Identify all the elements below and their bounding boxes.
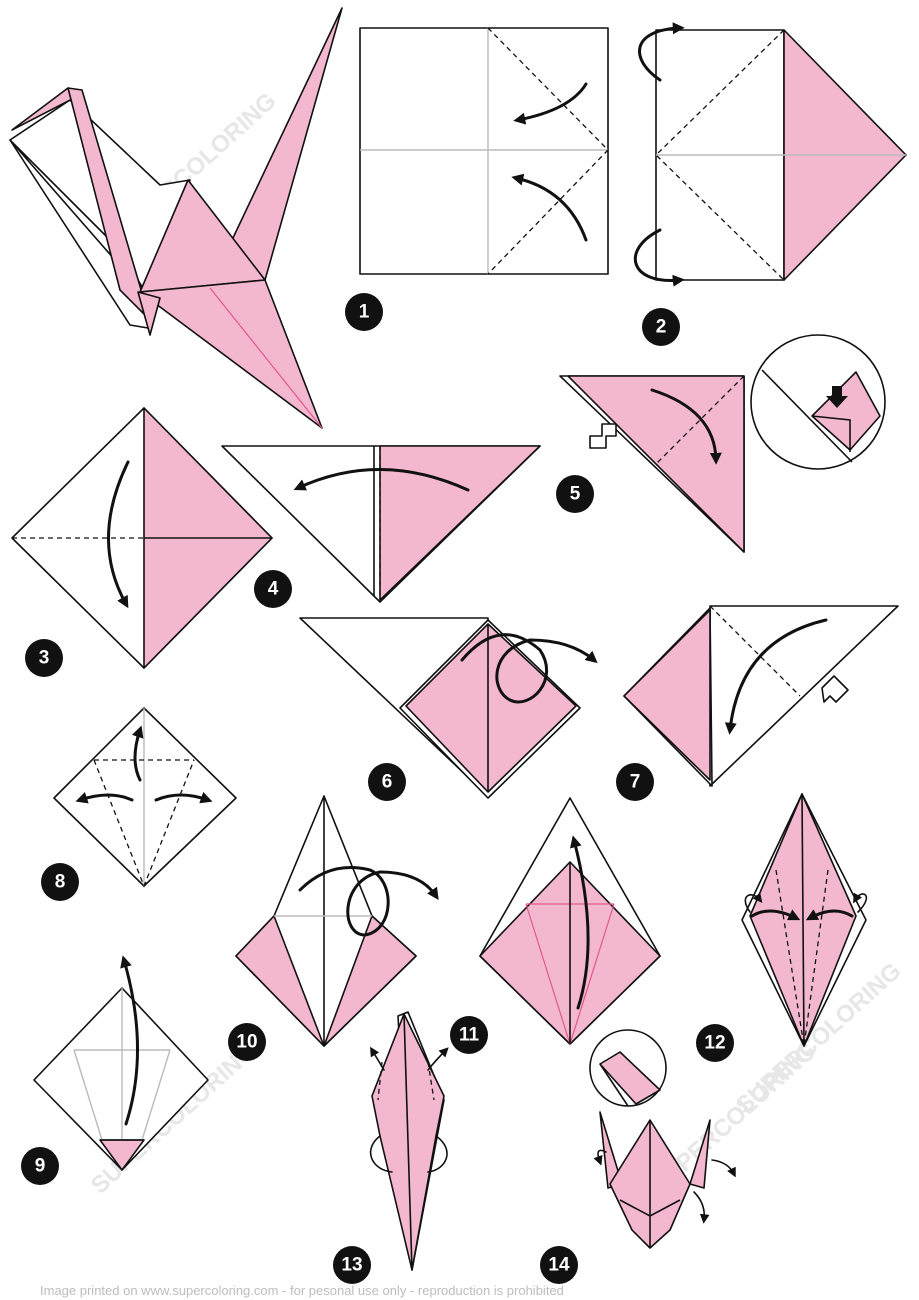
step-9 xyxy=(33,955,209,1171)
step-8 xyxy=(53,707,237,888)
step-10 xyxy=(235,795,439,1047)
step-badge-11: 11 xyxy=(450,1016,488,1054)
svg-text:1: 1 xyxy=(359,302,370,323)
svg-text:6: 6 xyxy=(382,772,393,793)
svg-text:12: 12 xyxy=(704,1033,725,1054)
step-badge-1: 1 xyxy=(345,293,383,331)
step-badge-6: 6 xyxy=(368,763,406,801)
step-badge-5: 5 xyxy=(556,475,594,513)
step-4 xyxy=(221,445,541,603)
step-badge-12: 12 xyxy=(696,1024,734,1062)
footer-notice: Image printed on www.supercoloring.com -… xyxy=(40,1283,564,1298)
svg-text:2: 2 xyxy=(656,317,667,338)
step-badge-14: 14 xyxy=(540,1246,578,1284)
step-14 xyxy=(589,1029,736,1249)
svg-text:13: 13 xyxy=(341,1255,362,1276)
svg-text:10: 10 xyxy=(236,1032,257,1053)
svg-text:3: 3 xyxy=(39,648,50,669)
svg-text:14: 14 xyxy=(548,1255,570,1276)
svg-text:5: 5 xyxy=(570,484,581,505)
step-11 xyxy=(479,797,661,1047)
svg-text:11: 11 xyxy=(459,1025,480,1046)
step-2 xyxy=(633,22,907,287)
step-5 xyxy=(559,334,886,553)
step-badge-8: 8 xyxy=(41,863,79,901)
step-badge-2: 2 xyxy=(642,308,680,346)
svg-text:4: 4 xyxy=(268,579,279,600)
step-13 xyxy=(369,1011,449,1271)
step-badge-13: 13 xyxy=(333,1246,371,1284)
step-1-square xyxy=(359,27,609,275)
step-badge-7: 7 xyxy=(616,763,654,801)
svg-text:7: 7 xyxy=(630,772,641,793)
step-6 xyxy=(299,617,598,799)
finished-crane xyxy=(9,7,343,429)
step-badge-10: 10 xyxy=(228,1023,266,1061)
svg-text:9: 9 xyxy=(35,1156,46,1177)
svg-text:8: 8 xyxy=(55,872,66,893)
step-3 xyxy=(11,407,273,669)
step-badge-4: 4 xyxy=(254,570,292,608)
step-12 xyxy=(741,793,868,1047)
step-badge-3: 3 xyxy=(25,639,63,677)
step-badge-9: 9 xyxy=(21,1147,59,1185)
step-7 xyxy=(623,605,899,787)
